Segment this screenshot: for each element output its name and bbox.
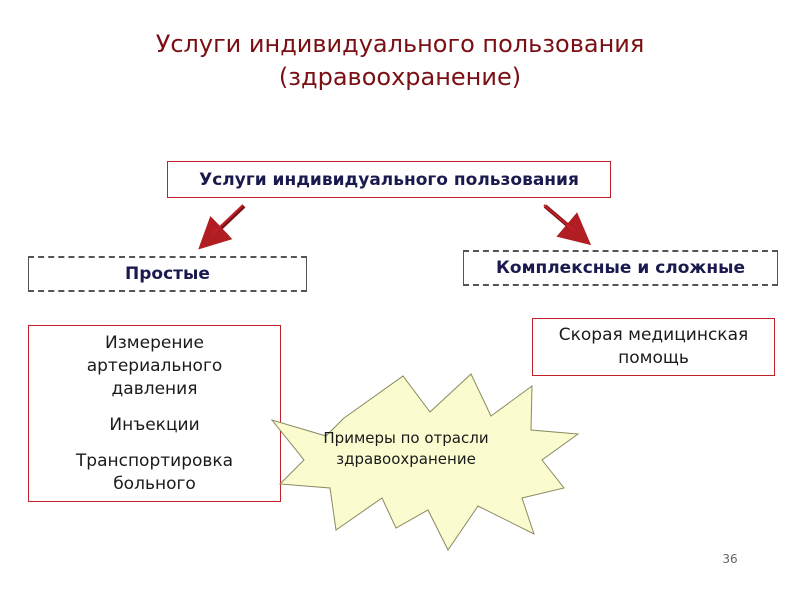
arrow-to-simple	[198, 204, 246, 250]
slide-title-line2: (здравоохранение)	[278, 63, 522, 91]
starburst-shape	[270, 373, 580, 551]
slide-title: Услуги индивидуального пользования (здра…	[0, 28, 800, 94]
arrow-to-complex	[543, 204, 592, 246]
example-transport: Транспортировка больного	[75, 451, 234, 494]
root-node: Услуги индивидуального пользования	[167, 161, 611, 198]
simple-node: Простые	[28, 256, 307, 292]
slide-title-line1: Услуги индивидуального пользования	[155, 30, 645, 58]
complex-node: Комплексные и сложные	[463, 250, 778, 286]
complex-example-box: Скорая медицинская помощь	[532, 318, 775, 376]
starburst-callout: Примеры по отрасли здравоохранение	[323, 429, 489, 468]
simple-examples-box: Измерение артериального давления Инъекци…	[28, 325, 281, 502]
page-number: 36	[722, 552, 738, 566]
example-blood-pressure: Измерение артериального давления	[86, 333, 223, 399]
example-injections: Инъекции	[109, 415, 200, 435]
